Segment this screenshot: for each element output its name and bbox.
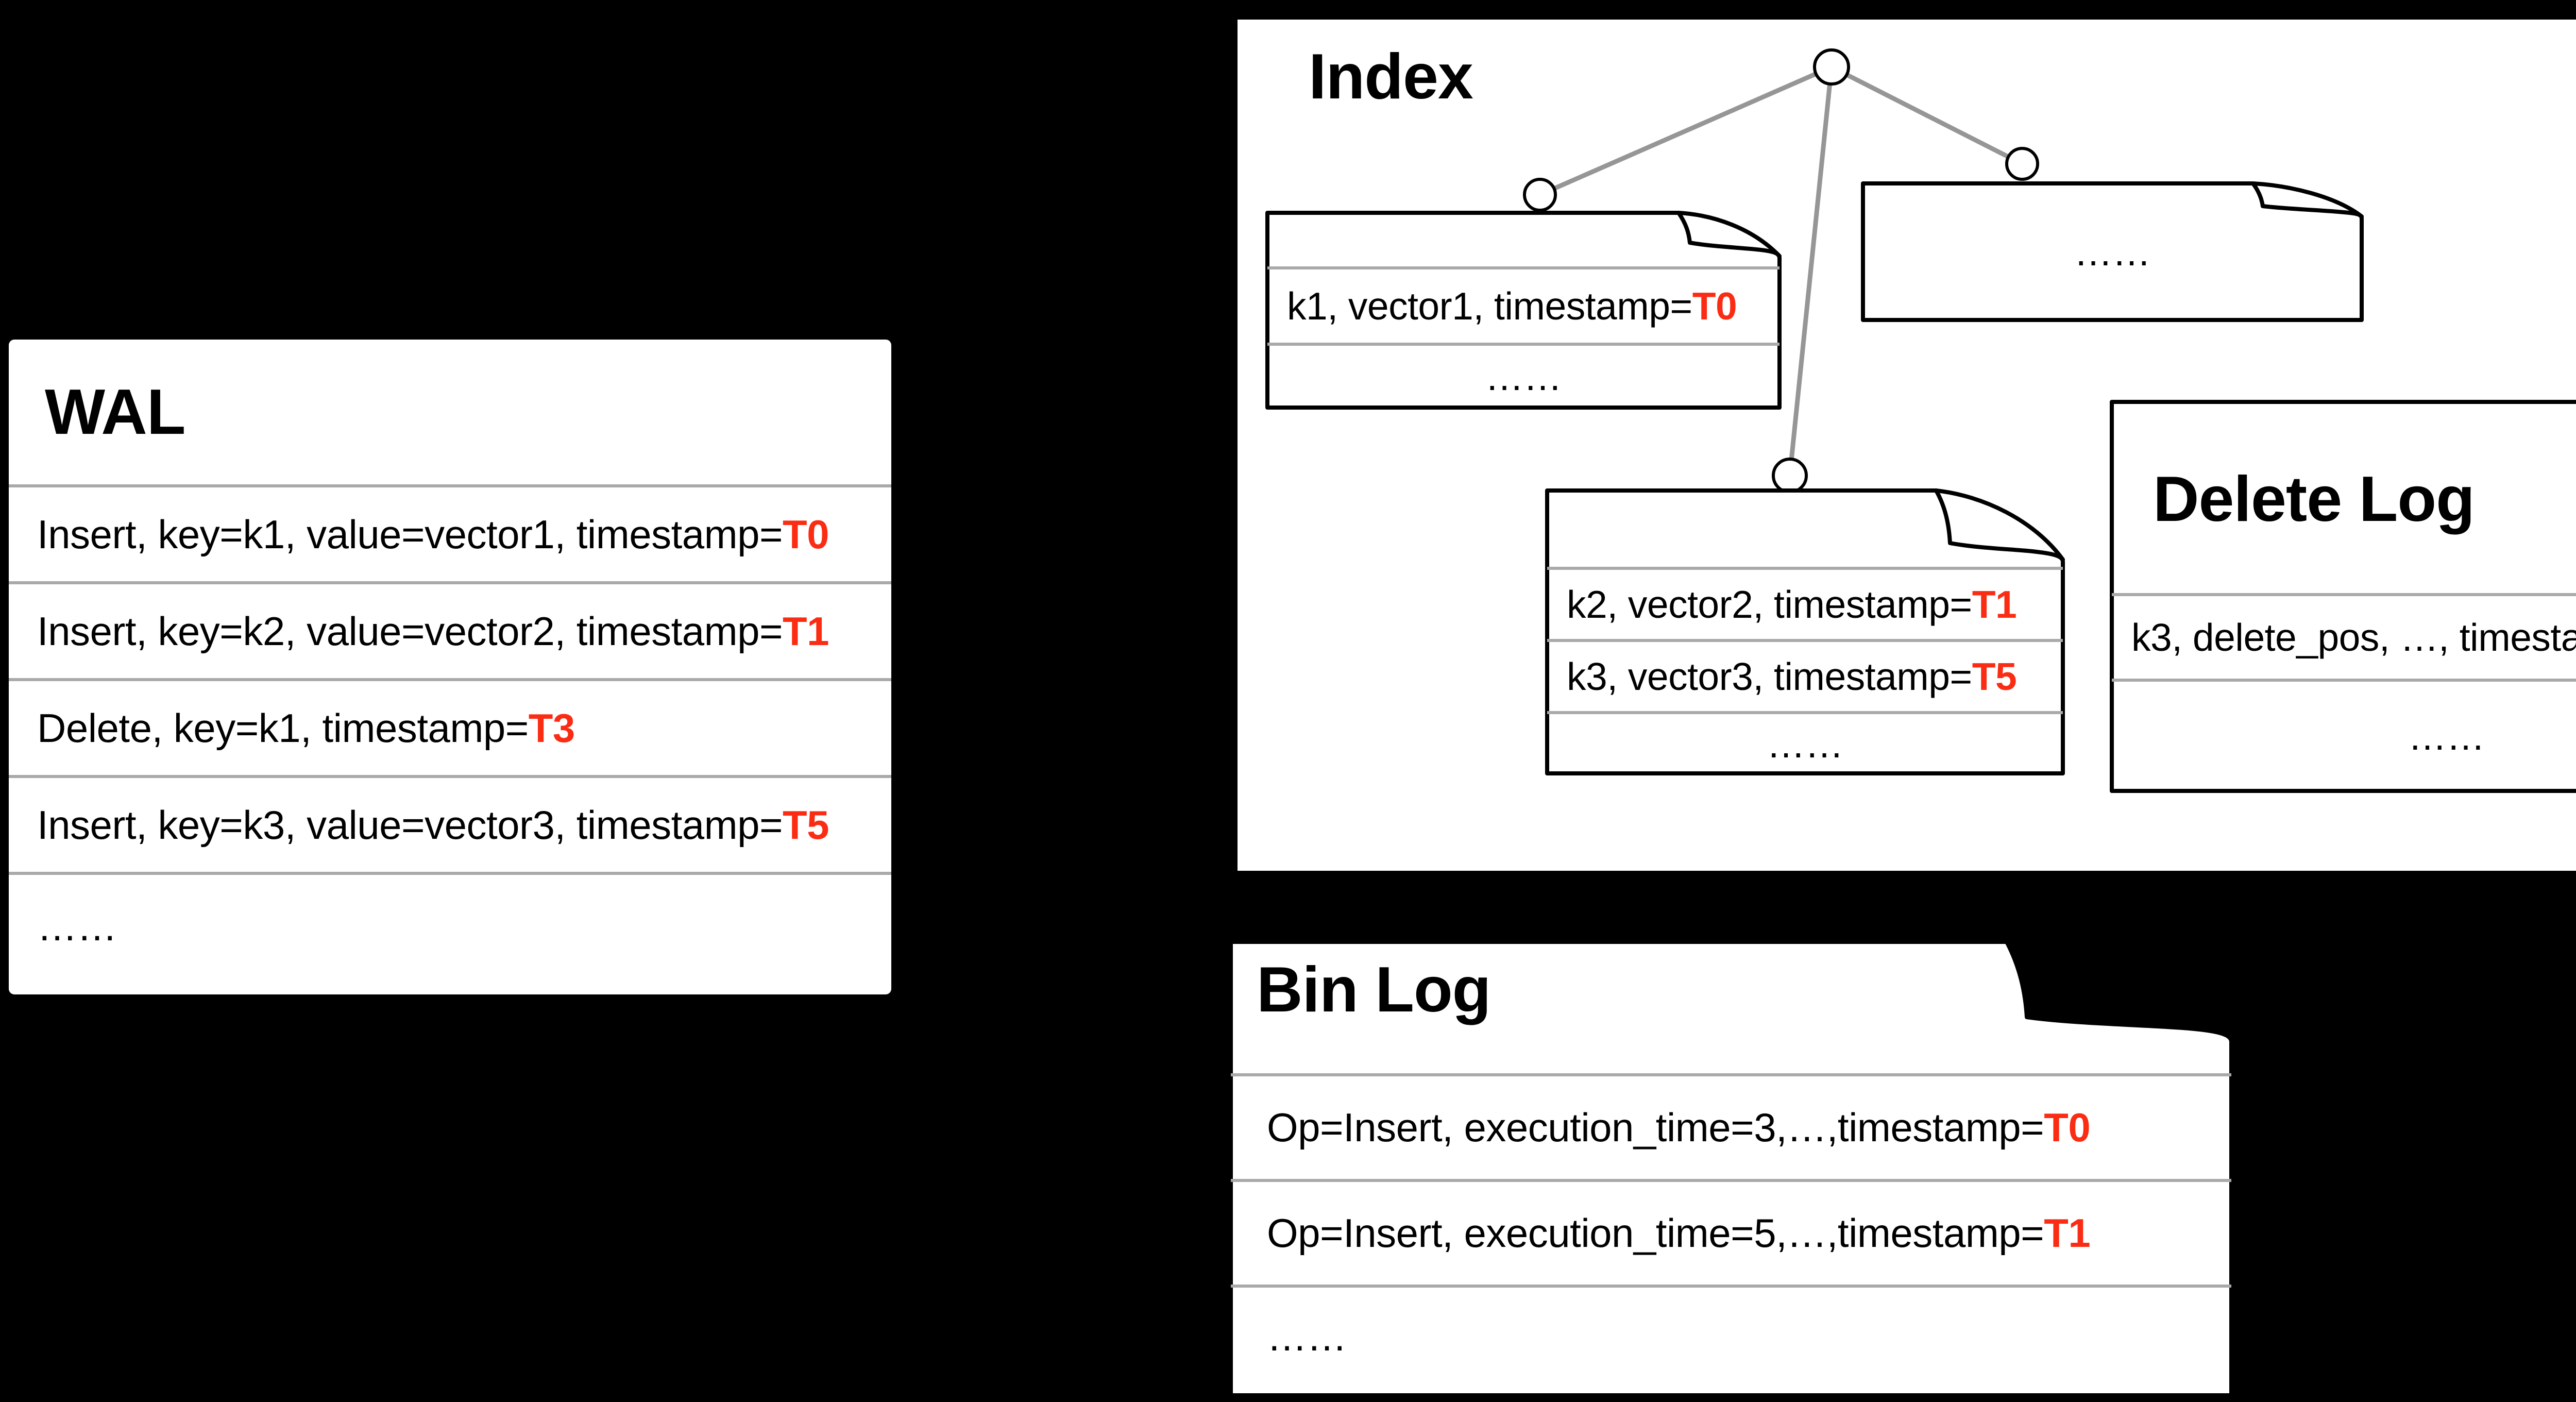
document-outline: [2110, 400, 2576, 793]
document-shape: [1545, 488, 2065, 775]
bin-log-row: Op=Insert, execution_time=3,…,timestamp=…: [1231, 1073, 2231, 1179]
ellipsis-text: ……: [1767, 722, 1844, 766]
doc-row-text: k2, vector2, timestamp=: [1567, 583, 1972, 626]
bin-log-row: Op=Insert, execution_time=5,…,timestamp=…: [1231, 1179, 2231, 1285]
bin-log-row-text: Op=Insert, execution_time=5,…,timestamp=: [1267, 1210, 2044, 1256]
bin-log-row-text: Op=Insert, execution_time=3,…,timestamp=: [1267, 1105, 2044, 1150]
doc-row-text: k3, delete_pos, …, timestamp=: [2131, 616, 2576, 659]
tree-node-right: [2005, 147, 2039, 181]
ellipsis-text: ……: [2074, 230, 2151, 274]
wal-row-text: Insert, key=k1, value=vector1, timestamp…: [37, 511, 783, 557]
document-shape: [1229, 940, 2233, 1397]
bin-log-title: Bin Log: [1257, 954, 1491, 1025]
delete-log-title: Delete Log: [2153, 464, 2475, 535]
index-panel: Index k1, vector1, timestamp=T0 …… ……: [1232, 14, 2576, 876]
timestamp-value: T1: [2044, 1210, 2091, 1256]
timestamp-value: T0: [783, 511, 829, 557]
timestamp-value: T1: [1972, 583, 2017, 626]
segment-doc-more: ……: [1861, 181, 2364, 322]
index-tree: [1523, 48, 2039, 494]
timestamp-value: T5: [783, 802, 829, 848]
bin-log-header: Bin Log: [1231, 942, 2231, 1073]
ellipsis-text: ……: [2408, 715, 2485, 758]
wal-row-text: Insert, key=k3, value=vector3, timestamp…: [37, 802, 783, 848]
document-outline: [1229, 940, 2233, 1397]
tree-node-left: [1523, 178, 1557, 212]
wal-row-text: Insert, key=k2, value=vector2, timestamp…: [37, 608, 783, 654]
wal-header: WAL: [9, 340, 891, 484]
folded-corner-icon: [1676, 211, 1782, 258]
doc-header: [1547, 491, 2063, 567]
timestamp-value: T1: [783, 608, 829, 654]
document-shape: [1265, 211, 1782, 410]
timestamp-value: T5: [1972, 655, 2017, 698]
bin-log-row-ellipsis: ……: [1231, 1285, 2231, 1395]
delete-log-header: Delete Log: [2112, 402, 2576, 593]
doc-row: k1, vector1, timestamp=T0: [1267, 266, 1780, 343]
tree-edge-root-right: [1830, 64, 2024, 166]
wal-row-ellipsis: ……: [9, 872, 891, 994]
wal-row-insert-k2: Insert, key=k2, value=vector2, timestamp…: [9, 581, 891, 678]
document-shape: [1861, 181, 2364, 322]
tree-edge-root-mid: [1787, 66, 1834, 476]
tree-node-root: [1813, 48, 1850, 86]
ellipsis-text: ……: [1267, 1314, 1347, 1359]
wal-box: WAL Insert, key=k1, value=vector1, times…: [5, 336, 895, 998]
document-shape: [2110, 400, 2576, 793]
doc-row-ellipsis: ……: [1547, 711, 2063, 773]
doc-row: k2, vector2, timestamp=T1: [1547, 567, 2063, 639]
doc-row: k3, vector3, timestamp=T5: [1547, 639, 2063, 711]
folded-corner-icon: [2251, 181, 2364, 218]
wal-row-insert-k3: Insert, key=k3, value=vector3, timestamp…: [9, 775, 891, 872]
wal-row-delete-k1: Delete, key=k1, timestamp=T3: [9, 678, 891, 775]
tree-edge-root-left: [1539, 64, 1833, 197]
timestamp-value: T0: [2044, 1105, 2091, 1150]
wal-title: WAL: [45, 376, 185, 448]
bin-log: Bin Log Op=Insert, execution_time=3,…,ti…: [1229, 940, 2233, 1397]
doc-row: k3, delete_pos, …, timestamp=T3: [2112, 593, 2576, 679]
tree-node-mid: [1772, 458, 1808, 494]
segment-doc-k1: k1, vector1, timestamp=T0 ……: [1265, 211, 1782, 410]
folded-corner-icon: [2005, 940, 2233, 1042]
timestamp-value: T0: [1692, 284, 1737, 328]
doc-row-text: k1, vector1, timestamp=: [1287, 284, 1692, 328]
delete-log: Delete Log k3, delete_pos, …, timestamp=…: [2110, 400, 2576, 793]
doc-row-ellipsis: ……: [1267, 343, 1780, 408]
wal-row-insert-k1: Insert, key=k1, value=vector1, timestamp…: [9, 484, 891, 581]
doc-header: [1267, 213, 1780, 266]
ellipsis-text: ……: [1485, 355, 1563, 398]
doc-row-ellipsis: ……: [2112, 679, 2576, 791]
wal-row-text: Delete, key=k1, timestamp=: [37, 705, 529, 751]
segment-doc-k2k3: k2, vector2, timestamp=T1 k3, vector3, t…: [1545, 488, 2065, 775]
ellipsis-text: ……: [37, 904, 117, 949]
folded-corner-icon: [1934, 488, 2065, 562]
index-title: Index: [1309, 41, 1473, 112]
doc-row-text: k3, vector3, timestamp=: [1567, 655, 1972, 698]
timestamp-value: T3: [528, 705, 575, 751]
